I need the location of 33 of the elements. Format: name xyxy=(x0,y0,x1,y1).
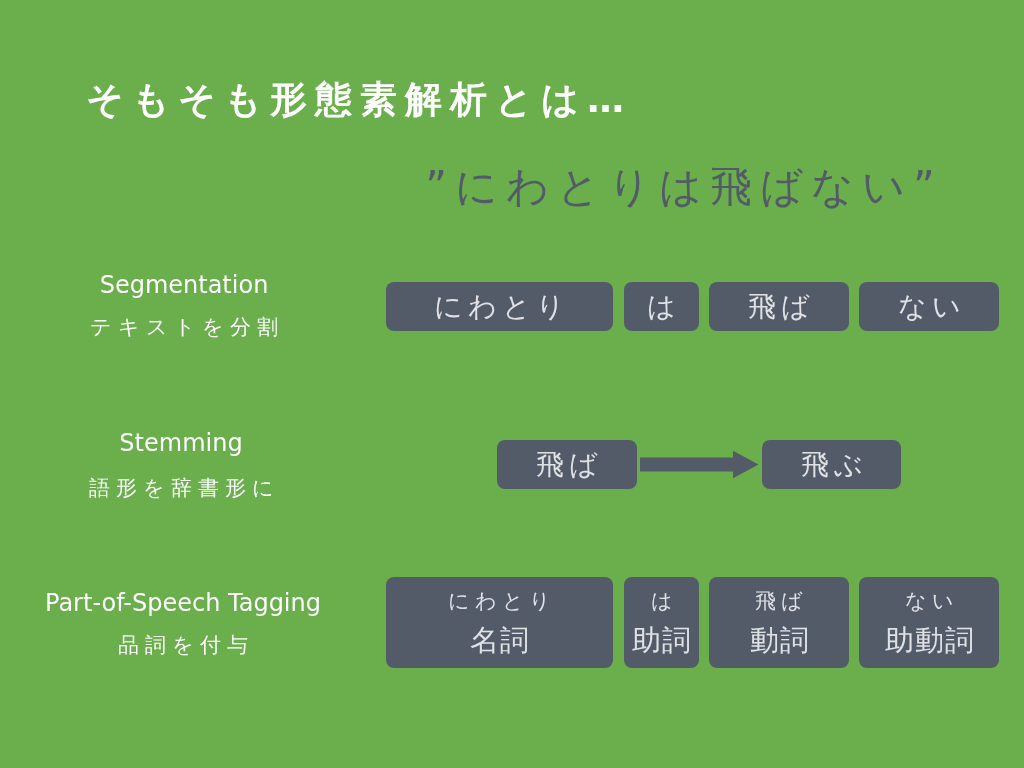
tagged-token-box xyxy=(859,577,999,668)
token-box xyxy=(762,440,901,489)
token-text: にわとり xyxy=(448,590,556,612)
token-box xyxy=(386,282,613,331)
pos-tag-text: 助詞 xyxy=(632,625,692,655)
token-text: 飛ぶ xyxy=(800,450,868,479)
pos-tag-text: 名詞 xyxy=(470,625,530,655)
token-box xyxy=(859,282,999,331)
row-heading: Stemming xyxy=(119,431,243,455)
slide-title: そもそも形態素解析とは… xyxy=(86,81,632,118)
token-box xyxy=(624,282,699,331)
token-text: 飛ば xyxy=(755,590,808,612)
row-description: テキストを分割 xyxy=(90,316,284,338)
tagged-token-box xyxy=(624,577,699,668)
arrow xyxy=(640,450,759,479)
row-heading: Part-of-Speech Tagging xyxy=(45,591,321,615)
row-description: 語形を辞書形に xyxy=(88,477,280,499)
token-text: 飛ば xyxy=(536,450,603,479)
token-text: は xyxy=(647,292,681,321)
token-text: ない xyxy=(904,590,959,612)
token-text: 飛ば xyxy=(748,292,815,321)
pos-tag-text: 助動詞 xyxy=(884,625,975,655)
token-box xyxy=(709,282,849,331)
example-sentence: ”にわとりは飛ばない” xyxy=(425,166,943,208)
tagged-token-box xyxy=(386,577,613,668)
pos-tag-text: 動詞 xyxy=(749,625,810,655)
token-box xyxy=(497,440,637,489)
token-text: にわとり xyxy=(434,292,570,321)
row-description: 品詞を付与 xyxy=(118,634,254,656)
token-text: は xyxy=(650,590,678,612)
token-text: ない xyxy=(897,292,966,321)
row-heading: Segmentation xyxy=(99,273,269,297)
tagged-token-box xyxy=(709,577,849,668)
